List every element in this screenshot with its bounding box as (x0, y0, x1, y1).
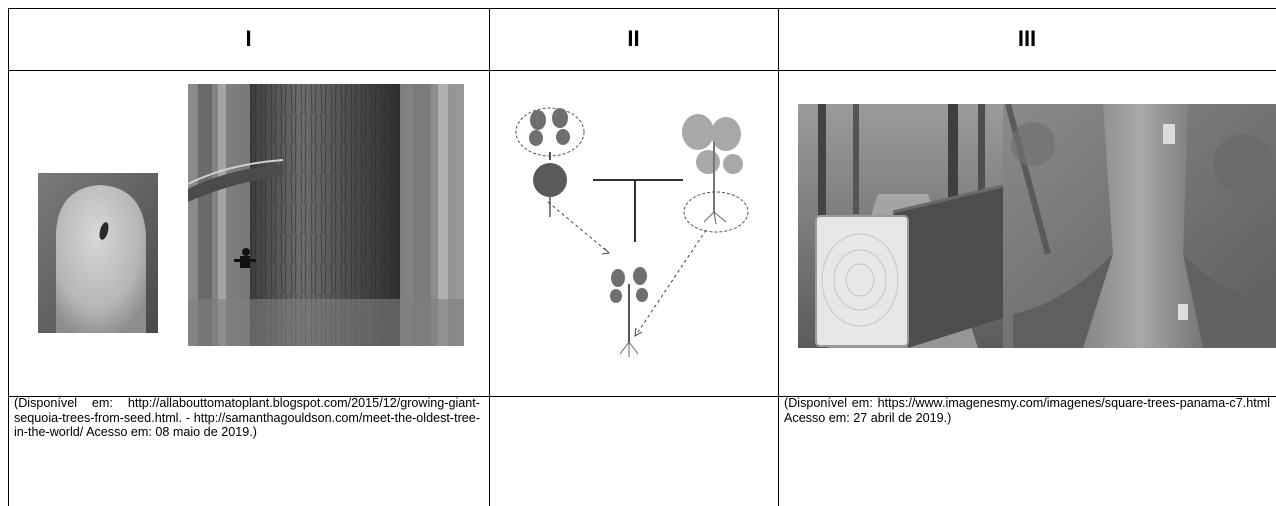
column-divider-1 (489, 8, 490, 506)
square-tree-trunk-photo (798, 104, 1003, 348)
column-header-iii: III (1017, 26, 1037, 51)
table-top-border (8, 8, 1276, 9)
column-header-i: I (245, 26, 252, 51)
image-row-border (8, 396, 1276, 397)
source-citation-iii: (Disponível em: https://www.imagenesmy.c… (784, 396, 1270, 425)
source-citation-i: (Disponível em: http://allabouttomatopla… (14, 396, 480, 440)
plant-grafting-diagram (515, 107, 749, 357)
seed-on-fingertip-photo (38, 173, 158, 333)
table-left-border (8, 8, 9, 506)
column-header-ii: II (627, 26, 640, 51)
tree-with-buttress-roots-photo (1003, 104, 1276, 348)
column-divider-2 (778, 8, 779, 506)
giant-sequoia-tree-photo (188, 84, 464, 346)
header-row-border (8, 70, 1276, 71)
comparison-table: I II III (8, 8, 1276, 506)
